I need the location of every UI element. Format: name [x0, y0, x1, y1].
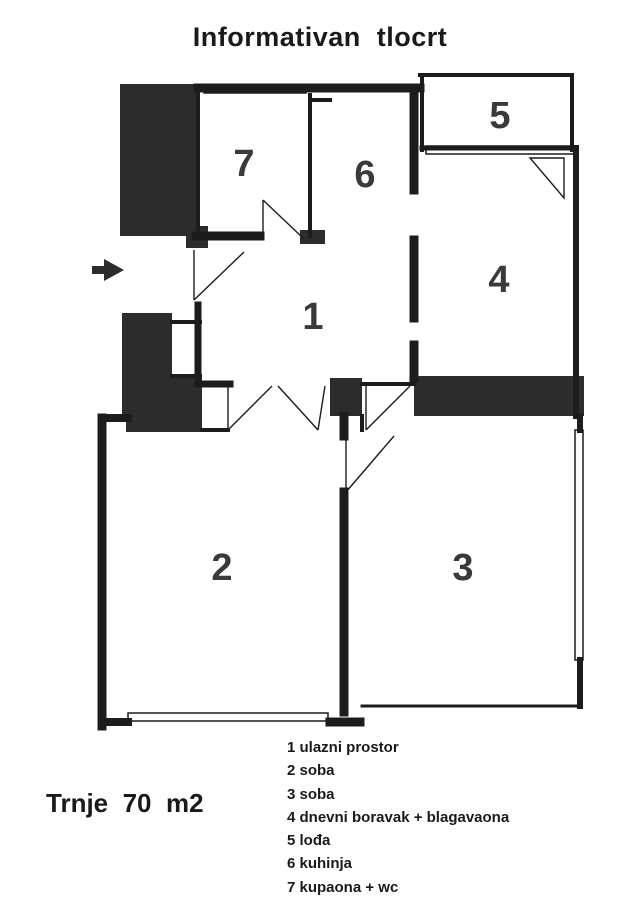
legend-item: 3 soba — [287, 785, 335, 803]
wall-masses — [120, 84, 584, 432]
legend-item: 6 kuhinja — [287, 855, 353, 873]
entrance-arrow-icon — [92, 259, 124, 281]
room-label-3: 3 — [452, 547, 473, 589]
room-label-2: 2 — [211, 547, 232, 589]
legend-item: 5 lođa — [287, 832, 331, 850]
legend-item: 7 kupaona + wc — [287, 878, 399, 896]
page-title: Informativan tlocrt — [192, 22, 448, 52]
door-swings — [193, 157, 565, 493]
room-label-1: 1 — [302, 296, 323, 338]
room-legend: 1 ulazni prostor 2 soba 3 soba 4 dnevni … — [287, 736, 509, 899]
legend-item: 2 soba — [287, 762, 335, 780]
walls — [97, 73, 583, 731]
room-label-5: 5 — [489, 95, 510, 137]
legend-item: 4 dnevni boravak + blagavaona — [287, 808, 510, 826]
location-area: Trnje 70 m2 — [46, 788, 204, 818]
room-label-4: 4 — [488, 259, 509, 301]
room-label-6: 6 — [354, 154, 375, 196]
room-label-7: 7 — [233, 143, 254, 185]
legend-item: 1 ulazni prostor — [287, 739, 399, 756]
windows — [127, 86, 584, 722]
